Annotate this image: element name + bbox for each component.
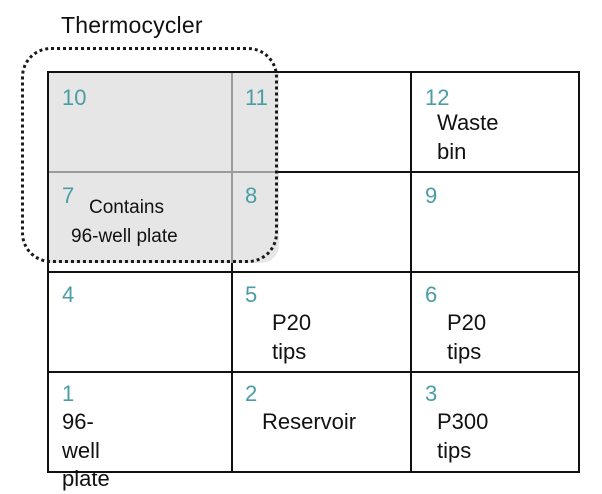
slot-label: 96-well plate bbox=[62, 409, 110, 492]
slot-number: 8 bbox=[245, 183, 258, 208]
slot-number: 7 bbox=[62, 183, 75, 208]
row-divider-2 bbox=[47, 271, 580, 273]
slot-number: 2 bbox=[245, 381, 258, 406]
slot-number: 1 bbox=[62, 381, 75, 406]
slot-number: 9 bbox=[425, 183, 438, 208]
slot-number: 12 bbox=[425, 85, 450, 110]
thermocycler-contents-line-2: 96-well plate bbox=[71, 226, 178, 247]
slot-number: 11 bbox=[245, 85, 268, 110]
slot-label: P20 tips bbox=[272, 310, 312, 364]
slot-label: Reservoir bbox=[262, 409, 357, 434]
thermocycler-divider-horizontal bbox=[49, 171, 278, 173]
thermocycler-contents-line-1: Contains bbox=[89, 197, 164, 218]
slot-number: 3 bbox=[425, 381, 438, 406]
thermocycler-boundary bbox=[21, 47, 278, 263]
slot-label: Waste bin bbox=[437, 110, 499, 164]
slot-number: 5 bbox=[245, 282, 258, 307]
thermocycler-title: Thermocycler bbox=[61, 12, 203, 38]
slot-number: 10 bbox=[62, 85, 87, 110]
thermocycler-divider-vertical bbox=[231, 73, 233, 263]
row-divider-3 bbox=[47, 371, 580, 373]
slot-label: P20 tips bbox=[447, 310, 487, 364]
slot-number: 6 bbox=[425, 282, 438, 307]
row-divider-1 bbox=[47, 171, 580, 173]
slot-number: 4 bbox=[62, 282, 75, 307]
thermocycler-area bbox=[49, 73, 279, 263]
slot-label: P300 tips bbox=[437, 409, 489, 463]
